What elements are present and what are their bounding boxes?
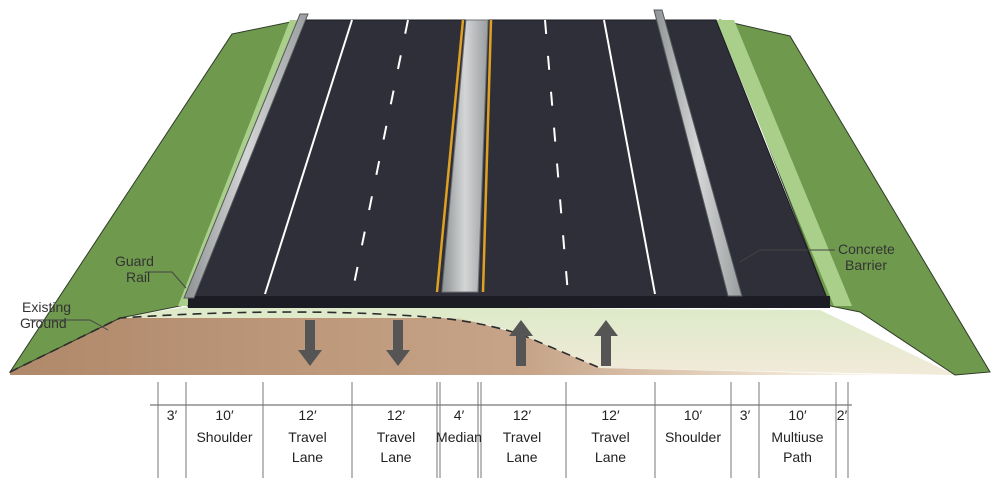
dimension-value-5: 12′ — [513, 407, 532, 423]
dimension-value-3: 12′ — [387, 407, 406, 423]
guard-rail-label: Guard Rail — [115, 253, 158, 285]
guard-rail — [183, 13, 309, 299]
cut-arrow-down-0 — [298, 320, 322, 366]
dimension-value-8: 3′ — [740, 407, 751, 423]
edge-line-left — [264, 19, 353, 295]
dimension-label-6-0: Travel — [591, 429, 629, 445]
soil-embankment — [10, 318, 955, 375]
cut-arrow-down-1 — [386, 320, 410, 366]
fill-area — [120, 306, 955, 375]
median-yellow-line-right — [481, 19, 493, 293]
dimension-label-9-0: Multiuse — [771, 429, 823, 445]
dimension-label-2-1: Lane — [292, 449, 323, 465]
dimension-value-0: 3′ — [167, 407, 178, 423]
dimension-label-2-0: Travel — [288, 429, 326, 445]
dimension-value-1: 10′ — [215, 407, 234, 423]
dimension-value-4: 4′ — [454, 407, 465, 423]
guard-rail-leader — [145, 271, 187, 289]
dimension-value-9: 10′ — [788, 407, 807, 423]
existing-ground-line — [9, 311, 601, 373]
dimension-label-5-0: Travel — [503, 429, 541, 445]
dimension-label-7-0: Shoulder — [665, 429, 721, 445]
median-yellow-line-left — [435, 19, 465, 293]
multiuse-path — [716, 20, 852, 306]
dimension-label-6-1: Lane — [595, 449, 626, 465]
existing-ground-leader — [30, 319, 109, 331]
concrete-barrier — [653, 9, 743, 297]
dimension-value-7: 10′ — [684, 407, 703, 423]
dimension-value-10: 2′ — [837, 407, 848, 423]
dimension-label-9-1: Path — [783, 449, 812, 465]
dimension-label-1-0: Shoulder — [196, 429, 252, 445]
concrete-barrier-leader — [739, 249, 835, 263]
fill-arrow-up-2 — [509, 320, 533, 366]
fill-arrow-up-3 — [594, 320, 618, 366]
median — [441, 19, 489, 293]
pavement-edge — [188, 296, 830, 308]
existing-ground-label: Existing Ground — [20, 299, 75, 331]
dimension-label-4-0: Median — [436, 429, 482, 445]
dimension-label-3-0: Travel — [377, 429, 415, 445]
dimension-label-5-1: Lane — [506, 449, 537, 465]
lane-line-left — [351, 19, 409, 295]
dimension-label-3-1: Lane — [380, 449, 411, 465]
edge-line-right — [603, 19, 656, 295]
dimension-value-2: 12′ — [298, 407, 317, 423]
lane-line-right — [544, 19, 569, 295]
dimension-value-6: 12′ — [601, 407, 620, 423]
left-side-slope — [8, 19, 301, 374]
concrete-barrier-label: Concrete Barrier — [838, 241, 899, 273]
cut-fill-arrows — [298, 320, 618, 366]
